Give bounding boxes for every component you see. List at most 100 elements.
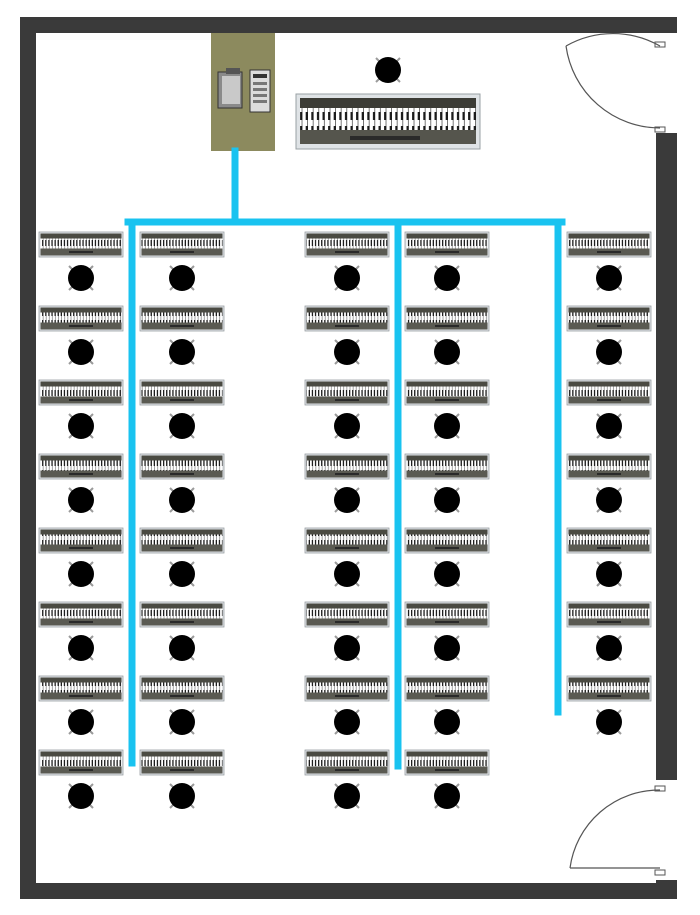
stool[interactable] xyxy=(68,783,94,809)
computer-monitor[interactable] xyxy=(217,68,243,109)
student-station[interactable] xyxy=(139,749,225,809)
stool[interactable] xyxy=(169,339,195,365)
student-station[interactable] xyxy=(404,305,490,365)
student-station[interactable] xyxy=(139,305,225,365)
stool[interactable] xyxy=(596,709,622,735)
stool[interactable] xyxy=(434,265,460,291)
stool[interactable] xyxy=(68,339,94,365)
keyboard[interactable] xyxy=(139,305,225,332)
student-station[interactable] xyxy=(304,379,390,439)
student-station[interactable] xyxy=(304,749,390,809)
stool[interactable] xyxy=(169,413,195,439)
student-station[interactable] xyxy=(304,527,390,587)
keyboard[interactable] xyxy=(566,453,652,480)
student-station[interactable] xyxy=(566,305,652,365)
keyboard[interactable] xyxy=(566,527,652,554)
stool[interactable] xyxy=(434,561,460,587)
stool[interactable] xyxy=(334,339,360,365)
keyboard[interactable] xyxy=(566,601,652,628)
student-station[interactable] xyxy=(38,305,124,365)
stool[interactable] xyxy=(169,709,195,735)
student-station[interactable] xyxy=(304,453,390,513)
top-right-door[interactable] xyxy=(565,33,680,133)
keyboard[interactable] xyxy=(304,527,390,554)
student-station[interactable] xyxy=(304,231,390,291)
student-station[interactable] xyxy=(38,379,124,439)
stool[interactable] xyxy=(434,709,460,735)
stool[interactable] xyxy=(169,265,195,291)
student-station[interactable] xyxy=(404,749,490,809)
keyboard[interactable] xyxy=(139,379,225,406)
keyboard[interactable] xyxy=(404,749,490,776)
keyboard[interactable] xyxy=(566,379,652,406)
stool[interactable] xyxy=(334,709,360,735)
keyboard[interactable] xyxy=(139,453,225,480)
student-station[interactable] xyxy=(304,675,390,735)
keyboard[interactable] xyxy=(139,527,225,554)
keyboard[interactable] xyxy=(38,527,124,554)
stool[interactable] xyxy=(434,783,460,809)
keyboard[interactable] xyxy=(38,749,124,776)
student-station[interactable] xyxy=(566,601,652,661)
bottom-right-door[interactable] xyxy=(569,780,680,880)
stool[interactable] xyxy=(68,635,94,661)
stool[interactable] xyxy=(68,709,94,735)
student-station[interactable] xyxy=(566,231,652,291)
keyboard[interactable] xyxy=(38,675,124,702)
student-station[interactable] xyxy=(38,231,124,291)
keyboard[interactable] xyxy=(304,749,390,776)
student-station[interactable] xyxy=(139,379,225,439)
student-station[interactable] xyxy=(139,453,225,513)
keyboard[interactable] xyxy=(404,453,490,480)
teacher-piano[interactable] xyxy=(295,93,481,150)
student-station[interactable] xyxy=(38,749,124,809)
keyboard[interactable] xyxy=(38,601,124,628)
student-station[interactable] xyxy=(38,601,124,661)
student-station[interactable] xyxy=(404,675,490,735)
keyboard[interactable] xyxy=(304,675,390,702)
student-station[interactable] xyxy=(139,601,225,661)
student-station[interactable] xyxy=(38,527,124,587)
keyboard[interactable] xyxy=(139,601,225,628)
student-station[interactable] xyxy=(404,379,490,439)
stool[interactable] xyxy=(68,265,94,291)
student-station[interactable] xyxy=(139,675,225,735)
keyboard[interactable] xyxy=(304,601,390,628)
teacher-stool[interactable] xyxy=(375,57,401,83)
stool[interactable] xyxy=(334,783,360,809)
keyboard[interactable] xyxy=(404,231,490,258)
keyboard[interactable] xyxy=(404,379,490,406)
student-station[interactable] xyxy=(566,527,652,587)
keyboard[interactable] xyxy=(304,231,390,258)
stool[interactable] xyxy=(434,487,460,513)
stool[interactable] xyxy=(68,487,94,513)
stool[interactable] xyxy=(68,561,94,587)
student-station[interactable] xyxy=(38,675,124,735)
student-station[interactable] xyxy=(38,453,124,513)
keyboard[interactable] xyxy=(139,749,225,776)
stool[interactable] xyxy=(334,487,360,513)
stool[interactable] xyxy=(334,413,360,439)
keyboard[interactable] xyxy=(404,675,490,702)
stool[interactable] xyxy=(434,635,460,661)
keyboard[interactable] xyxy=(404,601,490,628)
keyboard[interactable] xyxy=(304,379,390,406)
stool[interactable] xyxy=(169,783,195,809)
keyboard[interactable] xyxy=(404,527,490,554)
student-station[interactable] xyxy=(304,601,390,661)
keyboard[interactable] xyxy=(304,305,390,332)
mixer-console[interactable] xyxy=(249,69,271,113)
stool[interactable] xyxy=(334,561,360,587)
stool[interactable] xyxy=(169,487,195,513)
keyboard[interactable] xyxy=(38,231,124,258)
student-station[interactable] xyxy=(139,231,225,291)
stool[interactable] xyxy=(596,487,622,513)
stool[interactable] xyxy=(434,413,460,439)
stool[interactable] xyxy=(596,635,622,661)
student-station[interactable] xyxy=(404,601,490,661)
stool[interactable] xyxy=(334,635,360,661)
student-station[interactable] xyxy=(404,527,490,587)
keyboard[interactable] xyxy=(38,379,124,406)
stool[interactable] xyxy=(169,561,195,587)
student-station[interactable] xyxy=(404,453,490,513)
